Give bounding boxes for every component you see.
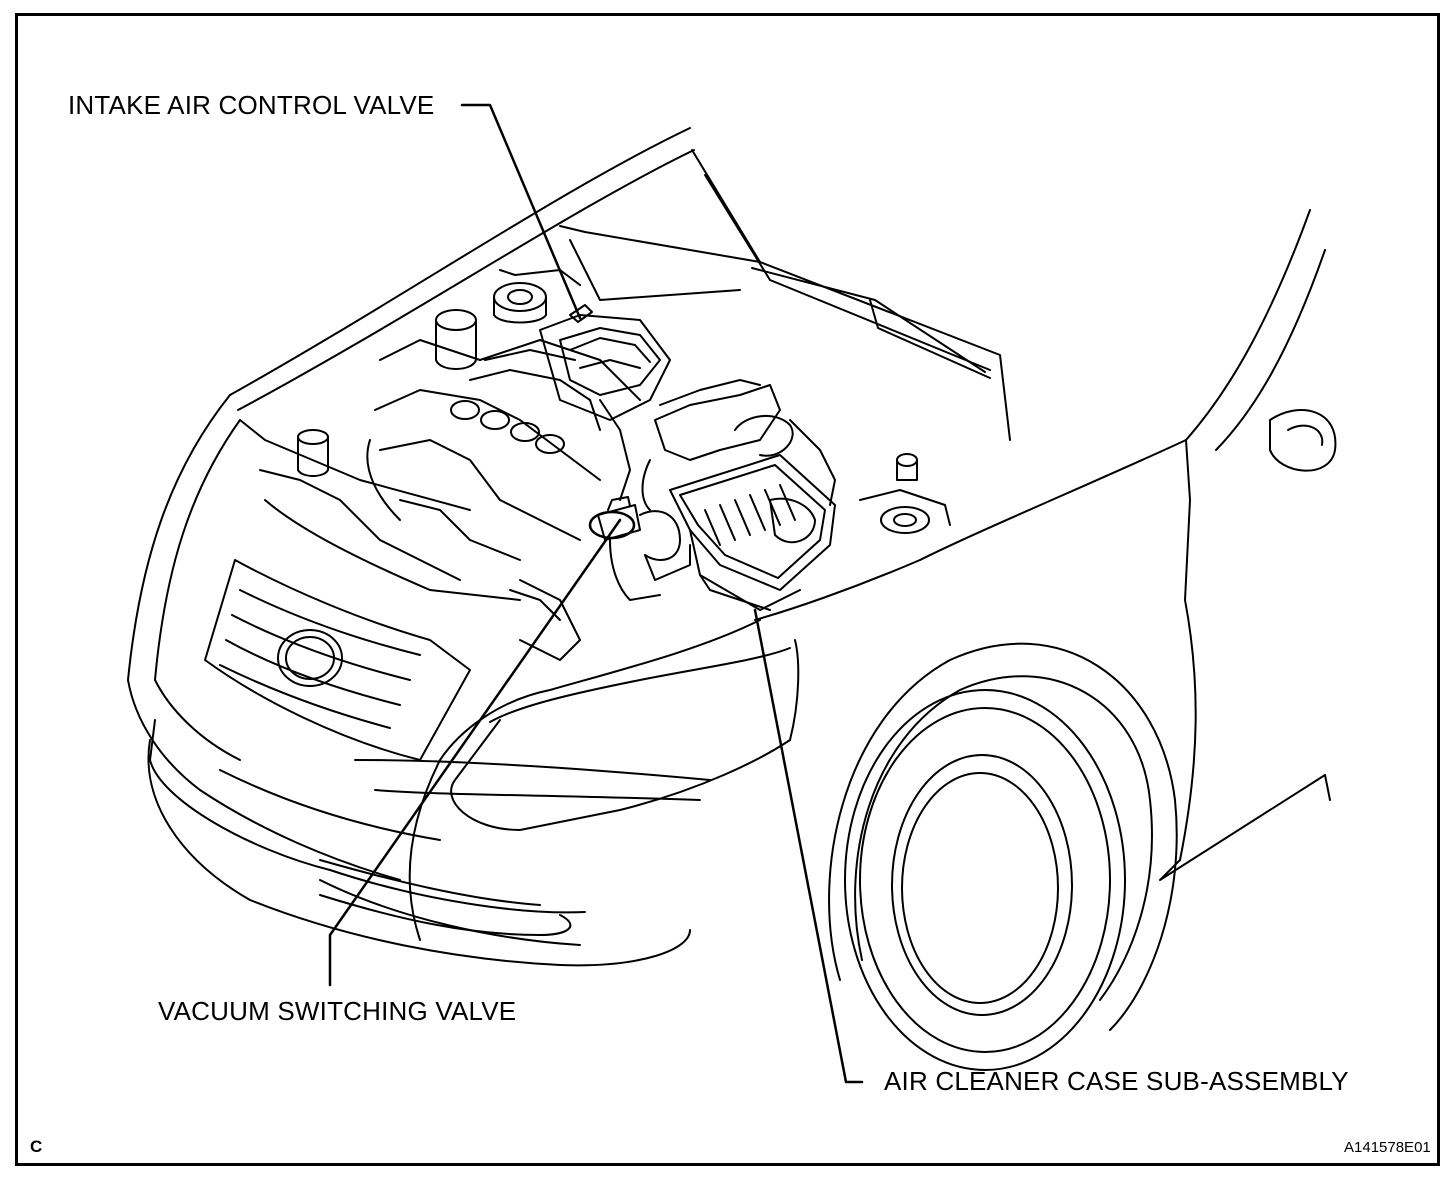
car-body xyxy=(354,209,1337,941)
engine-bay xyxy=(239,269,951,661)
section-letter: C xyxy=(30,1137,43,1156)
front-fascia xyxy=(127,394,691,967)
callout-vacuum-switching-valve: VACUUM SWITCHING VALVE xyxy=(158,996,517,1026)
leader-vacuum-switching-valve xyxy=(328,518,622,987)
vsv-highlight-ring xyxy=(588,510,636,540)
callout-intake-air-control-valve: INTAKE AIR CONTROL VALVE xyxy=(68,90,435,120)
figure-id: A141578E01 xyxy=(1344,1139,1431,1156)
leader-air-cleaner-case xyxy=(753,608,864,1084)
leader-intake-air-control-valve xyxy=(460,103,582,320)
figure-frame xyxy=(15,13,1440,1166)
front-wheel xyxy=(828,642,1178,1071)
leader-lines xyxy=(328,103,864,1084)
callout-air-cleaner-case: AIR CLEANER CASE SUB-ASSEMBLY xyxy=(884,1066,1349,1096)
hood xyxy=(229,127,1011,441)
